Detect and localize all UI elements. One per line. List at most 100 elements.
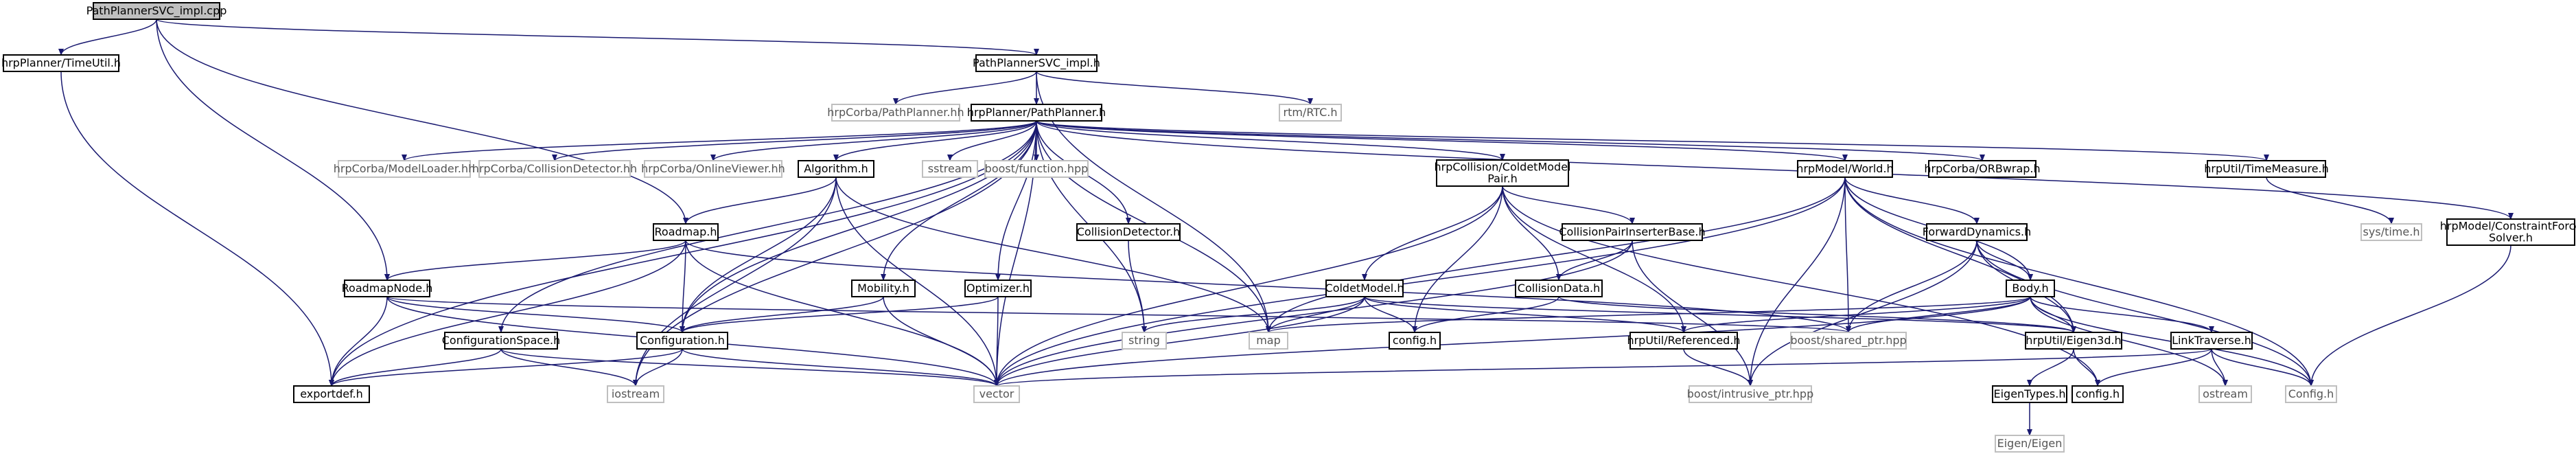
node-exportdef_h[interactable]: exportdef.h xyxy=(293,385,370,403)
node-box xyxy=(975,54,1098,72)
edge-PathPlannerSVC_impl_cpp-to-PathPlannerSVC_impl_h xyxy=(156,19,1039,56)
node-box xyxy=(2072,385,2124,403)
node-label: hrpUtil/Referenced.h xyxy=(1627,334,1740,347)
node-box xyxy=(338,160,471,178)
node-box xyxy=(293,385,370,403)
node-LinkTraverse_h[interactable]: LinkTraverse.h xyxy=(2170,332,2253,350)
node-hrpUtil_TimeMeasure_h[interactable]: hrpUtil/TimeMeasure.h xyxy=(2204,160,2329,178)
node-CollisionData_h[interactable]: CollisionData.h xyxy=(1515,280,1603,297)
node-rtm_RTC_h[interactable]: rtm/RTC.h xyxy=(1279,104,1342,122)
node-Mobility_h[interactable]: Mobility.h xyxy=(851,280,916,297)
node-CollisionDetector_h[interactable]: CollisionDetector.h xyxy=(1076,223,1181,241)
node-hrpUtil_Eigen3d_h[interactable]: hrpUtil/Eigen3d.h xyxy=(2025,332,2122,350)
node-label: hrpUtil/Eigen3d.h xyxy=(2026,334,2121,347)
edge-Mobility_h-to-Configuration_h xyxy=(680,296,884,333)
node-boost_function_hpp[interactable]: boost/function.hpp xyxy=(984,160,1089,178)
node-boost_shared_ptr_hpp[interactable]: boost/shared_ptr.hpp xyxy=(1790,332,1907,350)
node-label: config.h xyxy=(1393,334,1437,347)
edge-Configuration_h-to-exportdef_h xyxy=(329,348,683,387)
node-ColdetModel_h[interactable]: ColdetModel.h xyxy=(1325,280,1404,297)
node-Roadmap_h[interactable]: Roadmap.h xyxy=(653,223,719,241)
node-vector[interactable]: vector xyxy=(973,385,1020,403)
edge-Roadmap_h-to-RoadmapNode_h xyxy=(384,240,686,281)
edge-hrpPlanner_PathPlanner_h-to-sstream xyxy=(947,120,1037,161)
node-hrpUtil_Referenced_h[interactable]: hrpUtil/Referenced.h xyxy=(1627,332,1741,350)
node-label: string xyxy=(1128,334,1160,347)
node-hrpCorba_CollisionDetector_hh[interactable]: hrpCorba/CollisionDetector.hh xyxy=(472,160,637,178)
edge-PathPlannerSVC_impl_h-to-hrpCorba_PathPlanner_hh xyxy=(893,71,1037,105)
node-hrpCorba_PathPlanner_hh[interactable]: hrpCorba/PathPlanner.hh xyxy=(827,104,964,122)
edge-LinkTraverse_h-to-config_h_util xyxy=(2095,348,2212,387)
node-box xyxy=(1076,223,1181,241)
edge-hrpCollision_ColdetModelPair_h-to-config_h_util xyxy=(1502,185,2100,387)
node-hrpPlanner_PathPlanner_h[interactable]: hrpPlanner/PathPlanner.h xyxy=(967,104,1106,122)
node-Algorithm_h[interactable]: Algorithm.h xyxy=(798,160,874,178)
node-label: ColdetModel.h xyxy=(1325,282,1404,295)
node-PathPlannerSVC_impl_h[interactable]: PathPlannerSVC_impl.h xyxy=(973,54,1100,72)
node-sstream[interactable]: sstream xyxy=(922,160,978,178)
node-box xyxy=(1790,332,1907,350)
node-iostream[interactable]: iostream xyxy=(607,385,664,403)
node-map[interactable]: map xyxy=(1249,332,1288,350)
node-label: Pair.h xyxy=(1487,172,1518,185)
edge-hrpPlanner_PathPlanner_h-to-Mobility_h xyxy=(881,120,1037,281)
edge-PathPlannerSVC_impl_cpp-to-Roadmap_h xyxy=(156,19,688,225)
edge-hrpPlanner_PathPlanner_h-to-Configuration_h xyxy=(680,120,1037,333)
node-Optimizer_h[interactable]: Optimizer.h xyxy=(964,280,1032,297)
node-boost_intrusive_ptr_hpp[interactable]: boost/intrusive_ptr.hpp xyxy=(1687,385,1813,403)
node-Eigen_Eigen[interactable]: Eigen/Eigen xyxy=(1995,435,2065,453)
node-config_h_lower[interactable]: config.h xyxy=(1389,332,1441,350)
edge-hrpPlanner_PathPlanner_h-to-hrpCorba_OnlineViewer_hh xyxy=(710,120,1037,161)
node-box xyxy=(3,54,119,72)
node-label: rtm/RTC.h xyxy=(1283,106,1337,119)
node-label: config.h xyxy=(2076,387,2120,400)
edge-hrpModel_World_h-to-map xyxy=(1266,176,1846,333)
node-ForwardDynamics_h[interactable]: ForwardDynamics.h xyxy=(1923,223,2031,241)
node-CollisionPairInserterBase_h[interactable]: CollisionPairInserterBase.h xyxy=(1559,223,1706,241)
node-hrpCorba_ModelLoader_hh[interactable]: hrpCorba/ModelLoader.hh xyxy=(334,160,476,178)
edge-hrpModel_World_h-to-vector xyxy=(994,176,1846,387)
node-config_h_util[interactable]: config.h xyxy=(2072,385,2124,403)
edge-ConfigurationSpace_h-to-iostream xyxy=(500,348,638,387)
node-box xyxy=(973,385,1020,403)
node-sys_time_h[interactable]: sys/time.h xyxy=(2360,223,2422,241)
node-hrpCorba_OnlineViewer_hh[interactable]: hrpCorba/OnlineViewer.hh xyxy=(641,160,785,178)
edge-hrpModel_World_h-to-boost_intrusive_ptr_hpp xyxy=(1748,176,1846,387)
node-hrpCorba_ORBwrap_h[interactable]: hrpCorba/ORBwrap.h xyxy=(1924,160,2041,178)
node-Body_h[interactable]: Body.h xyxy=(2006,280,2055,297)
node-Config_h[interactable]: Config.h xyxy=(2285,385,2337,403)
node-label: Solver.h xyxy=(2489,231,2533,244)
node-box xyxy=(1389,332,1441,350)
node-string[interactable]: string xyxy=(1122,332,1167,350)
node-label: RoadmapNode.h xyxy=(342,282,433,295)
node-hrpModel_World_h[interactable]: hrpModel/World.h xyxy=(1796,160,1894,178)
node-box xyxy=(1515,280,1603,297)
node-ostream[interactable]: ostream xyxy=(2198,385,2252,403)
node-hrpPlanner_TimeUtil_h[interactable]: hrpPlanner/TimeUtil.h xyxy=(1,54,121,72)
edge-ConfigurationSpace_h-to-exportdef_h xyxy=(329,348,502,387)
node-ConfigurationSpace_h[interactable]: ConfigurationSpace.h xyxy=(442,332,561,350)
node-box xyxy=(1249,332,1288,350)
node-RoadmapNode_h[interactable]: RoadmapNode.h xyxy=(342,280,433,297)
node-label: hrpCorba/PathPlanner.hh xyxy=(827,106,964,119)
node-label: hrpCorba/OnlineViewer.hh xyxy=(641,162,785,175)
edge-PathPlannerSVC_impl_cpp-to-RoadmapNode_h xyxy=(156,19,390,281)
node-label: Eigen/Eigen xyxy=(1997,437,2063,450)
node-label: ostream xyxy=(2203,387,2248,400)
node-box xyxy=(1689,385,1812,403)
edge-Optimizer_h-to-Configuration_h xyxy=(680,296,999,333)
node-label: PathPlannerSVC_impl.h xyxy=(973,56,1100,70)
node-box xyxy=(798,160,874,178)
edge-LinkTraverse_h-to-ostream xyxy=(2211,348,2228,387)
node-box xyxy=(964,280,1032,297)
node-EigenTypes_h[interactable]: EigenTypes.h xyxy=(1992,385,2067,403)
edge-hrpUtil_Eigen3d_h-to-EigenTypes_h xyxy=(2027,348,2074,387)
edge-hrpPlanner_PathPlanner_h-to-hrpCollision_ColdetModelPair_h xyxy=(1036,120,1505,161)
node-PathPlannerSVC_impl_cpp[interactable]: PathPlannerSVC_impl.cpp xyxy=(86,2,227,20)
node-label: hrpCorba/ORBwrap.h xyxy=(1924,162,2040,175)
node-box xyxy=(636,332,728,350)
node-box xyxy=(984,160,1089,178)
node-Configuration_h[interactable]: Configuration.h xyxy=(636,332,728,350)
